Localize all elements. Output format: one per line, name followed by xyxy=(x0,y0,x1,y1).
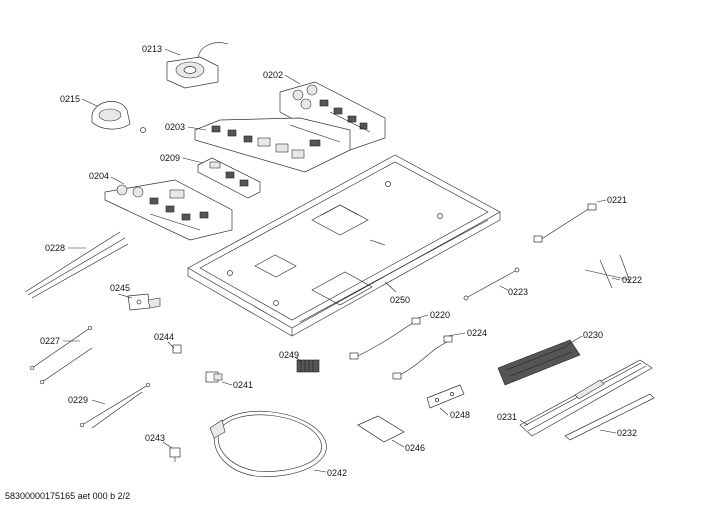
leader-0249 xyxy=(294,356,303,363)
part-0227-wire xyxy=(29,325,93,385)
label-0243: 0243 xyxy=(145,433,165,443)
part-0242-seal xyxy=(209,411,327,477)
label-0231: 0231 xyxy=(497,412,517,422)
leader-0248 xyxy=(439,407,449,416)
part-0203-power-board xyxy=(194,117,351,173)
leader-0209 xyxy=(182,157,204,164)
label-0229: 0229 xyxy=(68,395,88,405)
leader-0250 xyxy=(384,281,397,293)
part-0215-fan-housing xyxy=(91,101,146,133)
document-id-footer: 58300000175165 aet 000 b 2/2 xyxy=(5,491,130,501)
label-0222: 0222 xyxy=(622,275,642,285)
part-0241-sensor xyxy=(205,371,223,383)
label-0232: 0232 xyxy=(617,428,637,438)
part-0223-rod xyxy=(463,267,520,301)
label-0213: 0213 xyxy=(142,44,162,54)
label-0227: 0227 xyxy=(40,336,60,346)
part-0228-wires xyxy=(24,231,129,299)
part-0202-power-board xyxy=(279,81,386,151)
label-0223: 0223 xyxy=(508,287,528,297)
label-0250: 0250 xyxy=(390,295,410,305)
part-0209-filter-board xyxy=(197,157,261,199)
label-0220: 0220 xyxy=(430,310,450,320)
label-0221: 0221 xyxy=(607,195,627,205)
leader-0202 xyxy=(284,74,301,85)
leader-0223 xyxy=(499,285,509,291)
label-0249: 0249 xyxy=(279,350,299,360)
leader-0221 xyxy=(596,199,607,203)
label-0246: 0246 xyxy=(405,443,425,453)
label-0209: 0209 xyxy=(160,153,180,163)
leader-0224 xyxy=(447,332,466,337)
part-0222-wire-set xyxy=(584,254,631,289)
label-0203: 0203 xyxy=(165,122,185,132)
label-0204: 0204 xyxy=(89,171,109,181)
part-0224-cable xyxy=(392,335,453,380)
leader-0213 xyxy=(164,48,181,56)
leader-0244 xyxy=(167,341,175,349)
part-0232-strip xyxy=(564,393,655,441)
leader-0242 xyxy=(313,469,327,473)
part-0245-bracket xyxy=(127,293,161,311)
part-0230-control-board xyxy=(497,339,581,386)
part-0250-bottom-tray xyxy=(187,154,501,337)
label-0228: 0228 xyxy=(45,243,65,253)
part-0221-cable xyxy=(533,203,597,243)
label-0248: 0248 xyxy=(450,410,470,420)
label-0230: 0230 xyxy=(583,330,603,340)
label-0215: 0215 xyxy=(60,94,80,104)
label-0224: 0224 xyxy=(467,328,487,338)
leader-0204 xyxy=(110,176,125,185)
part-0220-cable xyxy=(349,317,421,360)
leader-0232 xyxy=(599,429,617,434)
leader-0243 xyxy=(162,441,173,449)
part-0243-plug xyxy=(169,447,181,462)
leader-0222 xyxy=(611,277,621,281)
part-0204-power-board xyxy=(104,179,233,241)
part-0229-wire xyxy=(79,382,151,429)
part-0248-bracket xyxy=(426,384,465,409)
part-0213-fan xyxy=(166,42,229,89)
part-0246-cover-plate xyxy=(357,415,405,443)
part-0231-front-profile xyxy=(519,359,653,437)
leader-0241 xyxy=(221,381,233,386)
label-0241: 0241 xyxy=(233,380,253,390)
leader-0215 xyxy=(81,98,98,107)
leader-0230 xyxy=(566,335,583,346)
leader-0246 xyxy=(391,439,405,448)
label-0244: 0244 xyxy=(154,332,174,342)
leader-0229 xyxy=(91,399,106,405)
leader-0203 xyxy=(187,126,207,131)
leader-0220 xyxy=(417,314,429,319)
part-0244-clip xyxy=(172,344,182,354)
leader-0245 xyxy=(117,293,133,299)
label-0245: 0245 xyxy=(110,283,130,293)
leader-0231 xyxy=(519,419,529,426)
part-0249-connector xyxy=(296,359,320,373)
label-0202: 0202 xyxy=(263,70,283,80)
label-0242: 0242 xyxy=(327,468,347,478)
